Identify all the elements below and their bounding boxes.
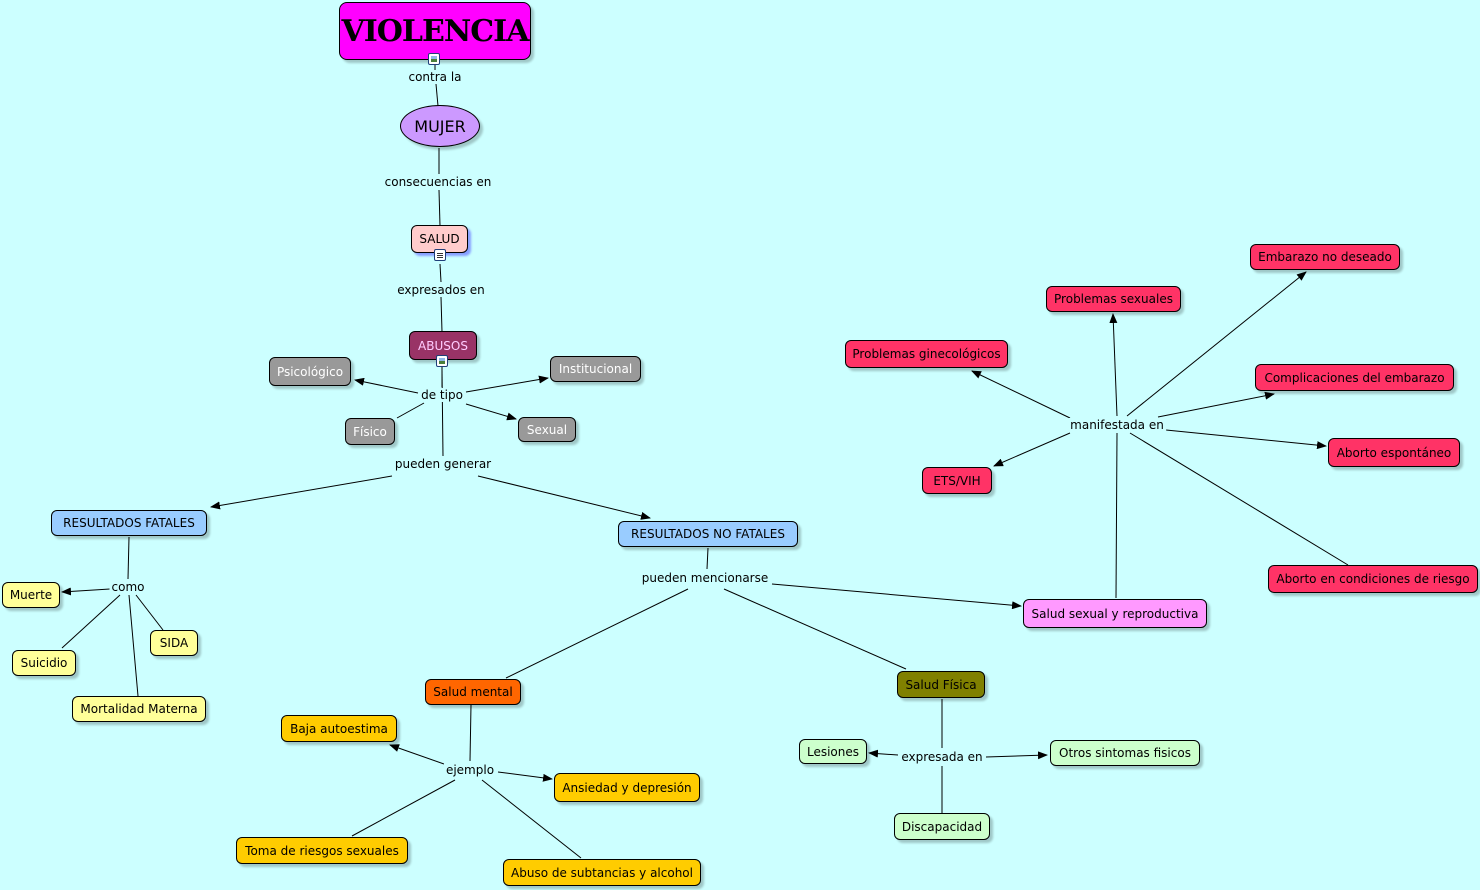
edge-manifestada-aborto-espontaneo — [1165, 429, 1327, 450]
concept-mujer[interactable]: MUJER — [400, 105, 480, 147]
edge-ejemplo-toma — [351, 779, 456, 837]
edge-saludsexual-manifestada — [1115, 432, 1118, 599]
concept-ets-vih[interactable]: ETS/VIH — [922, 467, 992, 494]
edge-manifestada-ginecologicos — [971, 370, 1071, 419]
link-pueden-generar[interactable]: pueden generar — [392, 457, 494, 471]
edge-mencionarse-saludfisica — [723, 588, 907, 670]
edge-contra-mujer — [435, 83, 439, 107]
root-concept-violencia[interactable]: VIOLENCIA — [339, 2, 531, 60]
concept-problemas-sexuales[interactable]: Problemas sexuales — [1046, 286, 1181, 312]
link-consecuencias-en[interactable]: consecuencias en — [382, 175, 494, 189]
link-expresada-en[interactable]: expresada en — [899, 750, 985, 764]
edge-manifestada-embarazo — [1126, 271, 1307, 417]
edge-manifestada-problemas-sexuales — [1109, 313, 1118, 417]
concept-aborto-condiciones-riesgo[interactable]: Aborto en condiciones de riesgo — [1268, 565, 1478, 593]
edge-nofatales-mencionarse — [706, 547, 709, 570]
link-manifestada-en[interactable]: manifestada en — [1068, 418, 1166, 432]
concept-ansiedad-depresion[interactable]: Ansiedad y depresión — [554, 773, 700, 802]
concept-sexual[interactable]: Sexual — [518, 417, 576, 442]
edge-ejemplo-ansiedad — [497, 771, 553, 782]
concept-problemas-ginecologicos[interactable]: Problemas ginecológicos — [845, 340, 1008, 368]
link-como[interactable]: como — [109, 580, 147, 594]
concept-salud[interactable]: SALUD — [411, 225, 468, 253]
edge-manifestada-complicaciones — [1157, 391, 1275, 418]
link-de-tipo[interactable]: de tipo — [419, 388, 465, 402]
concept-discapacidad[interactable]: Discapacidad — [894, 813, 990, 840]
edge-manifestada-aborto-riesgo — [1129, 432, 1349, 566]
edge-ejemplo-baja — [389, 744, 445, 765]
edge-expresada-otros — [985, 751, 1048, 760]
edge-generar-fatales — [210, 475, 393, 510]
link-pueden-mencionarse[interactable]: pueden mencionarse — [639, 571, 771, 585]
edge-mencionarse-saludmental — [505, 588, 689, 679]
edge-consecuencias-salud — [438, 189, 441, 227]
edge-ejemplo-abuso — [481, 779, 582, 859]
concept-sida[interactable]: SIDA — [150, 630, 198, 656]
concept-lesiones[interactable]: Lesiones — [799, 739, 867, 764]
edge-detipo-fisico — [396, 402, 425, 419]
image-resource-icon[interactable] — [428, 53, 440, 65]
edge-como-sida — [135, 594, 164, 631]
edge-fatales-como — [127, 536, 130, 580]
concept-muerte[interactable]: Muerte — [2, 582, 60, 608]
edge-abusos-pueden-generar — [441, 369, 444, 457]
edge-como-mortalidad — [128, 594, 139, 697]
edge-como-suicidio — [61, 594, 121, 649]
concept-salud-mental[interactable]: Salud mental — [425, 679, 521, 705]
edge-detipo-institucional — [465, 375, 549, 393]
concept-otros-sintomas[interactable]: Otros sintomas fisicos — [1050, 740, 1200, 766]
link-expresados-en[interactable]: expresados en — [395, 283, 487, 297]
edge-salud-expresados — [439, 263, 442, 283]
concept-complicaciones-embarazo[interactable]: Complicaciones del embarazo — [1255, 364, 1454, 391]
edge-saludmental-ejemplo — [469, 704, 472, 762]
concept-resultados-no-fatales[interactable]: RESULTADOS NO FATALES — [618, 521, 798, 547]
edge-mencionarse-saludsexual — [771, 583, 1022, 610]
concept-resultados-fatales[interactable]: RESULTADOS FATALES — [51, 510, 207, 536]
image-resource-icon[interactable] — [436, 355, 448, 367]
concept-salud-sexual-reproductiva[interactable]: Salud sexual y reproductiva — [1023, 599, 1207, 628]
concept-salud-fisica[interactable]: Salud Física — [897, 671, 985, 698]
concept-suicidio[interactable]: Suicidio — [12, 650, 76, 676]
concept-mortalidad-materna[interactable]: Mortalidad Materna — [72, 696, 206, 722]
edge-generar-nofatales — [477, 475, 651, 520]
document-resource-icon[interactable] — [434, 249, 446, 261]
edge-detipo-sexual — [465, 403, 517, 421]
link-contra-la[interactable]: contra la — [406, 70, 464, 84]
concept-fisico[interactable]: Físico — [345, 418, 395, 445]
edge-detipo-psicologico — [354, 377, 419, 394]
concept-embarazo-no-deseado[interactable]: Embarazo no deseado — [1250, 244, 1400, 270]
concept-abuso-sustancias[interactable]: Abuso de subtancias y alcohol — [503, 859, 701, 886]
link-ejemplo[interactable]: ejemplo — [443, 763, 497, 777]
concept-aborto-espontaneo[interactable]: Aborto espontáneo — [1328, 438, 1460, 467]
edge-manifestada-ets — [993, 432, 1071, 467]
concept-baja-autoestima[interactable]: Baja autoestima — [281, 715, 397, 742]
concept-psicologico[interactable]: Psicológico — [269, 357, 351, 386]
edge-expresados-abusos — [440, 296, 443, 333]
edge-como-muerte — [61, 587, 111, 596]
concept-toma-riesgos-sexuales[interactable]: Toma de riesgos sexuales — [236, 837, 408, 864]
concept-institucional[interactable]: Institucional — [550, 356, 641, 382]
edge-expresada-lesiones — [868, 749, 899, 758]
